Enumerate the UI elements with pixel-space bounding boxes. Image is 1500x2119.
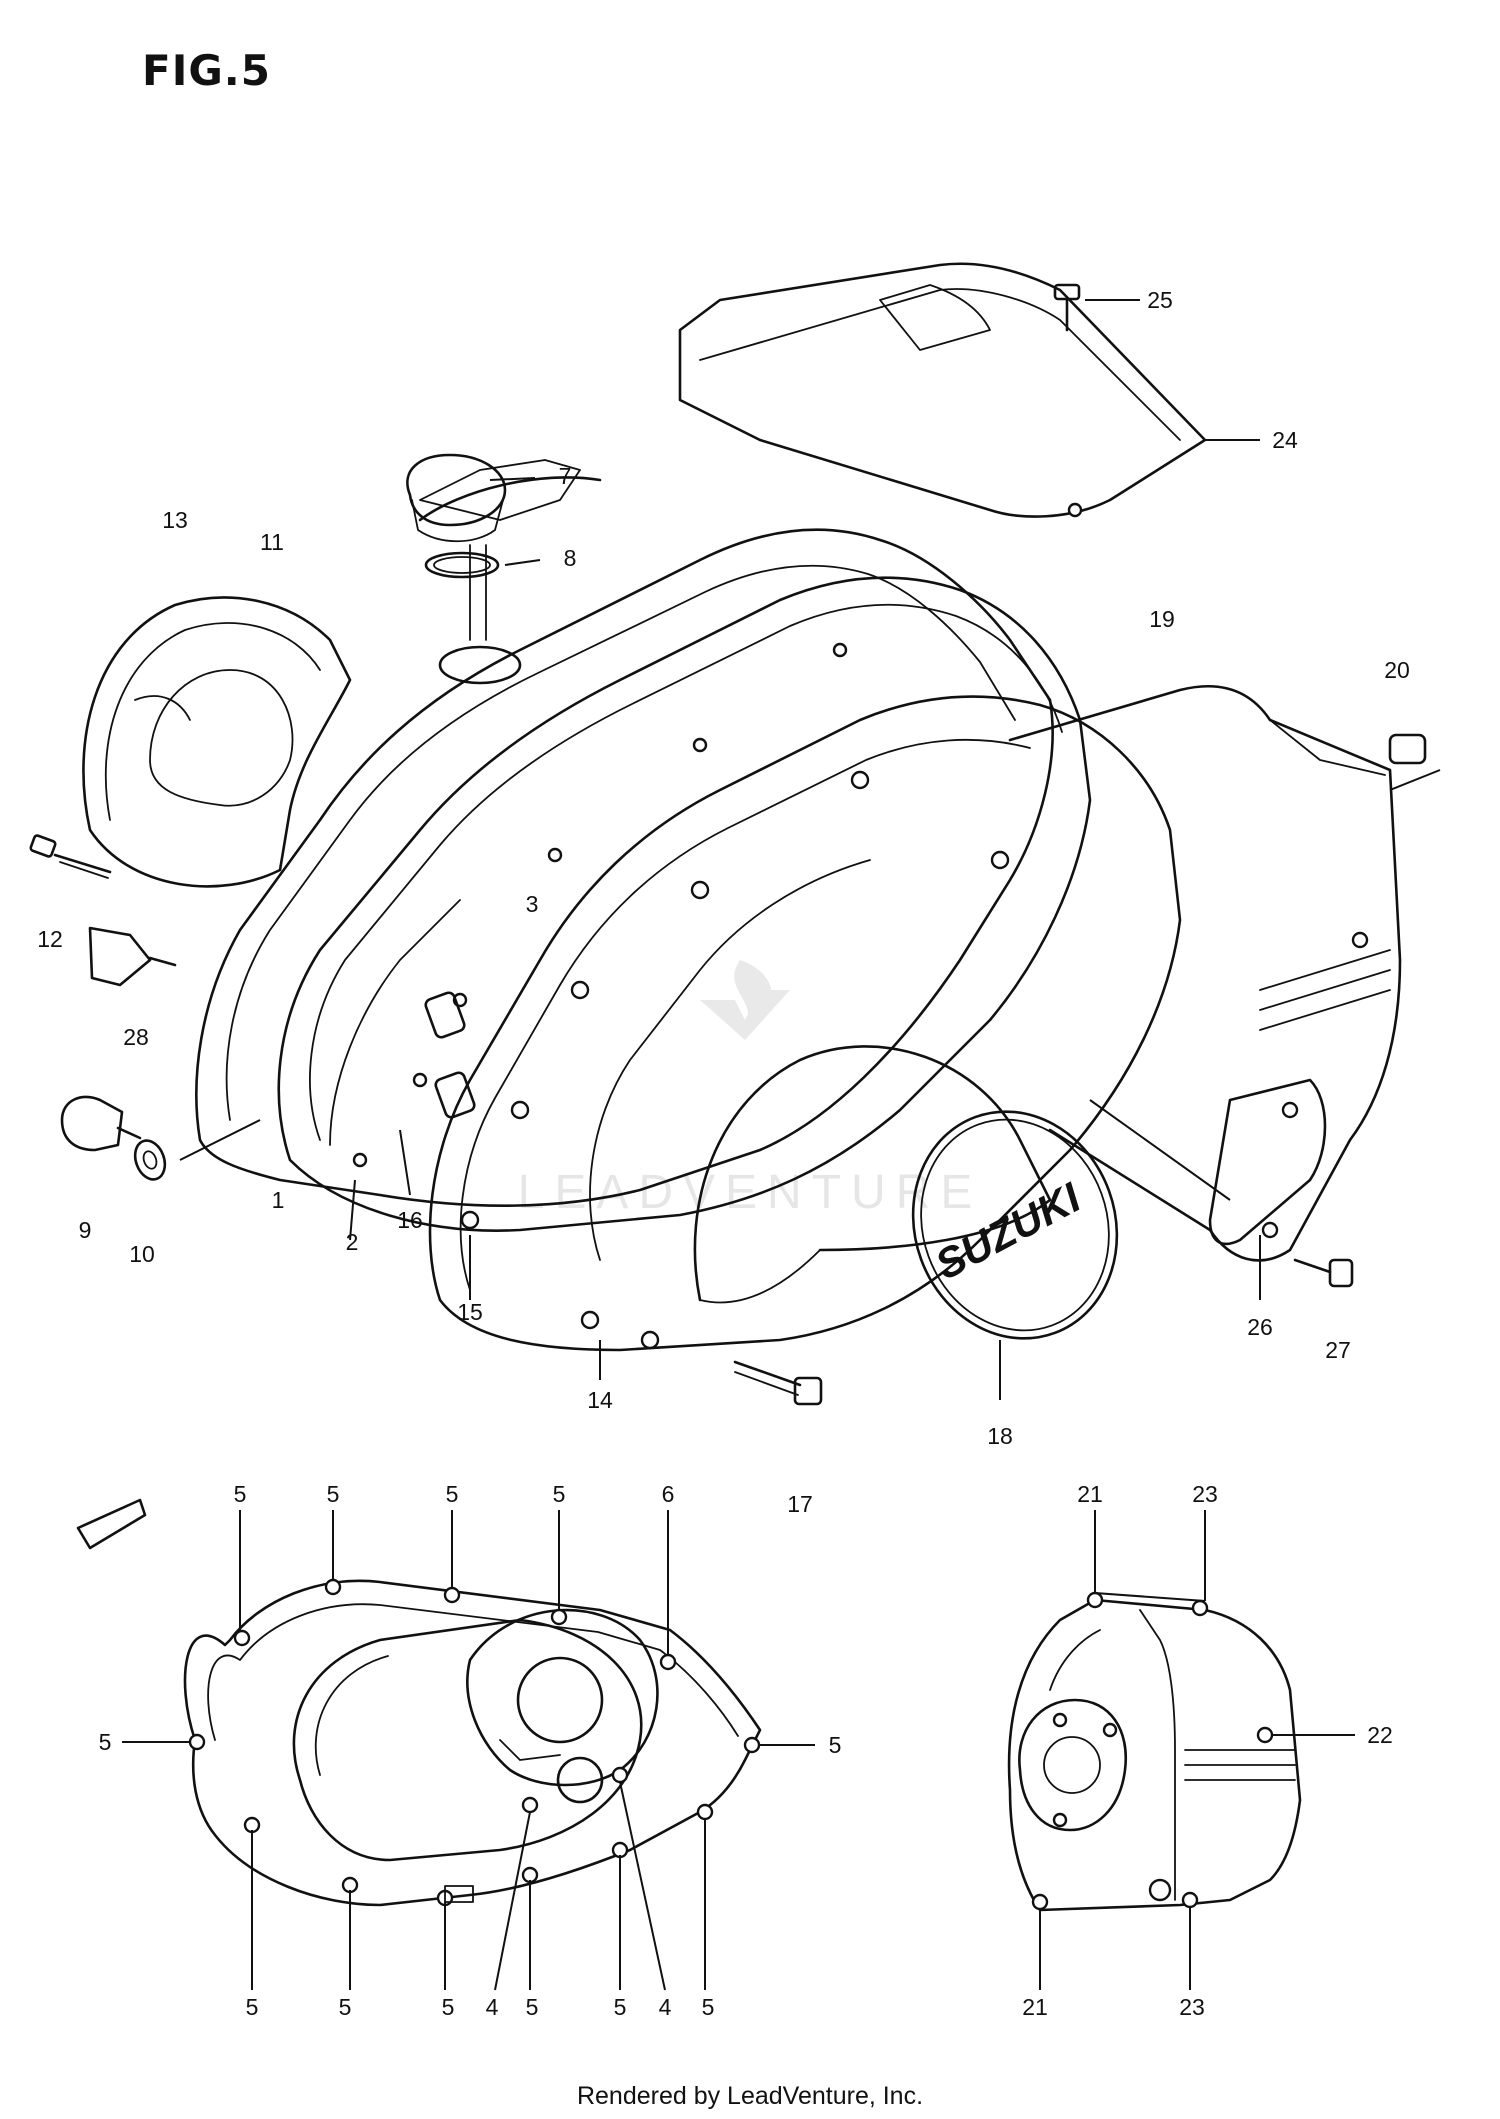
- left-crankcase-cover: [82, 596, 352, 888]
- callout-5-g: 5: [246, 1994, 259, 2020]
- callout-22: 22: [1367, 1722, 1393, 1748]
- clutch-cover-gasket: [183, 1578, 762, 1907]
- callout-27: 27: [1325, 1337, 1351, 1363]
- callout-5-k: 5: [614, 1994, 627, 2020]
- callout-15: 15: [457, 1299, 483, 1325]
- callout-26: 26: [1247, 1314, 1273, 1340]
- top-cover: [678, 262, 1207, 518]
- callout-5-e: 5: [829, 1732, 842, 1758]
- callout-5-j: 5: [526, 1994, 539, 2020]
- callout-18: 18: [987, 1423, 1013, 1449]
- footer-credit: Rendered by LeadVenture, Inc.: [576, 2082, 924, 2110]
- callout-25: 25: [1147, 287, 1173, 313]
- callout-12: 12: [37, 926, 63, 952]
- callout-5-f: 5: [99, 1729, 112, 1755]
- callout-19: 19: [1149, 606, 1175, 632]
- screw-27: [1293, 1258, 1354, 1288]
- callout-5-l: 5: [702, 1994, 715, 2020]
- watermark: LEADVENTURE: [518, 960, 983, 1219]
- part-20: [1388, 733, 1427, 765]
- clutch-cover: [428, 695, 1182, 1352]
- callout-10: 10: [129, 1241, 155, 1267]
- callout-7: 7: [559, 463, 572, 489]
- callout-5-h: 5: [339, 1994, 352, 2020]
- callout-24: 24: [1272, 427, 1298, 453]
- callout-5-b: 5: [327, 1481, 340, 1507]
- callout-1: 1: [272, 1187, 285, 1213]
- bolt-17: [733, 1360, 823, 1406]
- clutch-dome: [693, 1045, 1052, 1304]
- fwd-arrow: FWD: [76, 1498, 147, 1550]
- generator-cover: [1008, 684, 1402, 1262]
- oil-filler-cap: [406, 453, 522, 685]
- suzuki-badge: SUZUKI: [911, 1110, 1119, 1340]
- leader-lines: [122, 299, 1441, 1991]
- crankcase-body: [195, 459, 1054, 1207]
- callout-20: 20: [1384, 657, 1410, 683]
- callout-23-a: 23: [1192, 1481, 1218, 1507]
- callout-5-d: 5: [553, 1481, 566, 1507]
- callout-5-c: 5: [446, 1481, 459, 1507]
- callout-3: 3: [526, 891, 539, 917]
- callout-5-i: 5: [442, 1994, 455, 2020]
- callout-17: 17: [787, 1491, 813, 1517]
- callout-6: 6: [662, 1481, 675, 1507]
- small-parts-left: [29, 834, 476, 1181]
- callout-28: 28: [123, 1024, 149, 1050]
- callout-11: 11: [260, 529, 284, 555]
- watermark-text: LEADVENTURE: [518, 1166, 983, 1219]
- callout-13: 13: [162, 507, 188, 533]
- callout-4-b: 4: [659, 1994, 672, 2020]
- callout-14: 14: [587, 1387, 613, 1413]
- generator-cover-lower: [1007, 1591, 1302, 1912]
- callout-21-b: 21: [1022, 1994, 1048, 2020]
- callout-8: 8: [564, 545, 577, 571]
- callout-5-a: 5: [234, 1481, 247, 1507]
- callouts: 13 11 7 8 3 25 24 19 20 12 28 9 10 1 2 1…: [37, 287, 1410, 2020]
- callout-16: 16: [397, 1207, 423, 1233]
- callout-2: 2: [346, 1229, 359, 1255]
- callout-9: 9: [79, 1217, 92, 1243]
- callout-23-b: 23: [1179, 1994, 1205, 2020]
- figure-title: FIG.5: [142, 46, 271, 95]
- callout-4-a: 4: [486, 1994, 499, 2020]
- callout-21-a: 21: [1077, 1481, 1103, 1507]
